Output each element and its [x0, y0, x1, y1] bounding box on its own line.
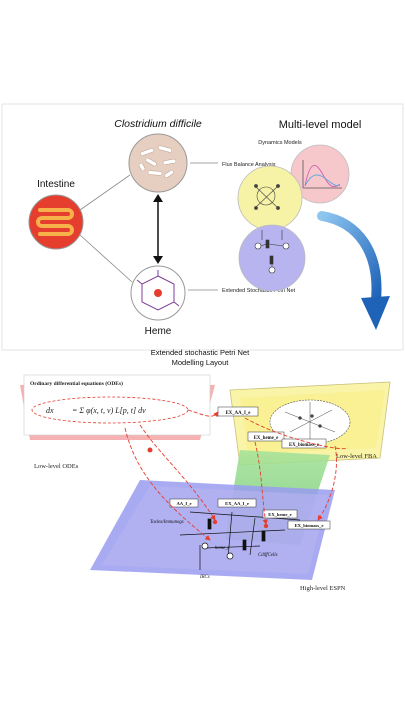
ode-box-title: Ordinary differential equations (ODEs) — [30, 380, 123, 387]
bottom-panel: Extended stochastic Petri Net Modelling … — [20, 348, 391, 592]
layout-title-line2: Modelling Layout — [172, 358, 230, 367]
fba-node: EX_AA_I_e — [226, 411, 251, 416]
fba-node: EX_biomass_e — [289, 443, 319, 448]
espn-label: Extended Stochastic Petri Net — [222, 288, 296, 294]
multi-level-circles — [237, 144, 350, 292]
high-espn-label: High-level ESPN — [300, 585, 346, 592]
intestine-icon — [28, 194, 84, 250]
intestine-label: Intestine — [37, 179, 75, 190]
ode-equation-lhs: dx — [46, 406, 54, 415]
cdiff-bacteria-icon — [128, 133, 188, 193]
espn-node: AA_I_e — [176, 501, 191, 506]
espn-node: IRCs — [199, 575, 210, 580]
ode-equation-rhs: = Σ φ(x, t, v) L[p, t] dv — [72, 406, 146, 415]
layout-title-line1: Extended stochastic Petri Net — [151, 348, 250, 357]
low-fba-label: Low-level FBA — [336, 453, 377, 460]
heme-label: Heme — [145, 326, 172, 337]
espn-node: EX_biomass_e — [295, 523, 324, 528]
fba-node-labels: EX_AA_I_e EX_heme_e EX_biomass_e — [217, 406, 327, 449]
espn-node: Toxins/Immunogs — [150, 520, 184, 525]
connector-line — [79, 174, 131, 211]
connector-line — [79, 234, 133, 283]
top-panel: Clostridium difficile Multi-level model — [1, 103, 404, 351]
layer-links — [124, 409, 349, 541]
espn-node: heme_e — [215, 546, 231, 551]
dynamics-label: Dynamics Models — [258, 140, 302, 146]
low-odes-label: Low-level ODEs — [34, 463, 79, 470]
espn-node-labels: AA_I_e EX_AA_I_e EX_heme_e EX_biomass_e … — [150, 498, 331, 580]
espn-node: EX_AA_I_e — [225, 501, 249, 506]
transition-arrow — [317, 211, 390, 330]
espn-network — [179, 511, 301, 570]
model-title: Multi-level model — [279, 119, 362, 131]
fba-label: Flux Balance Analysis — [222, 162, 276, 168]
cdiff-heme-double-arrow — [153, 194, 163, 264]
organism-label: Clostridium difficile — [114, 118, 202, 130]
fba-node: EX_heme_e — [254, 436, 279, 441]
espn-node: CdiffCells — [258, 553, 278, 558]
heme-molecule-icon — [130, 265, 186, 321]
espn-node: EX_heme_e — [268, 512, 291, 517]
